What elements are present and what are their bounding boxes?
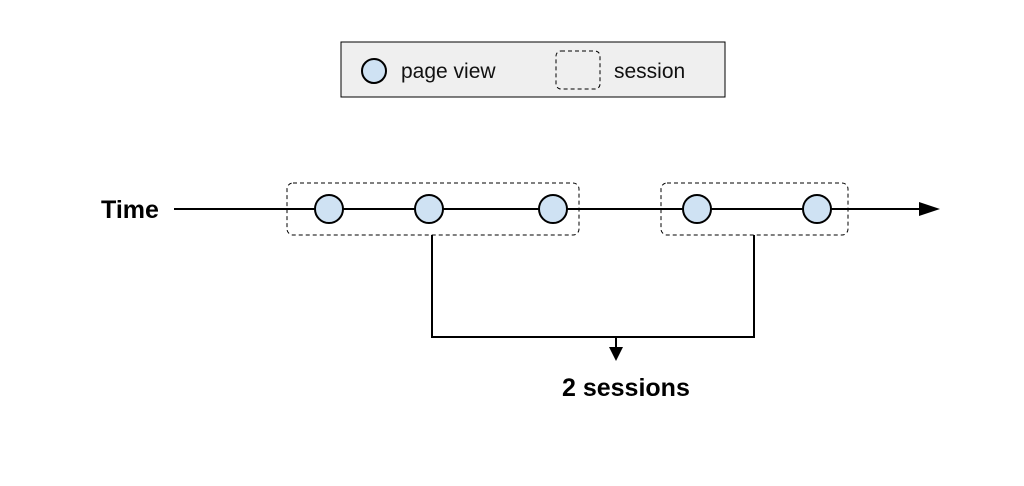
session-legend-label: session bbox=[614, 60, 685, 83]
legend-box bbox=[340, 41, 726, 98]
legend: page view session bbox=[340, 41, 726, 98]
page-view-node bbox=[802, 194, 832, 224]
time-axis-label: Time bbox=[101, 196, 159, 224]
page-view-node bbox=[682, 194, 712, 224]
session-legend-icon bbox=[555, 50, 601, 90]
page-view-legend-icon bbox=[361, 58, 387, 84]
page-view-node bbox=[414, 194, 444, 224]
timeline: Time bbox=[101, 182, 940, 236]
session-count-connector bbox=[431, 235, 755, 361]
time-axis-arrowhead bbox=[919, 202, 940, 216]
session-box-2 bbox=[660, 182, 849, 236]
page-view-node bbox=[538, 194, 568, 224]
page-view-legend-label: page view bbox=[401, 60, 496, 83]
page-view-node bbox=[314, 194, 344, 224]
bracket-arrowhead bbox=[609, 347, 623, 361]
session-count-label: 2 sessions bbox=[562, 374, 690, 402]
bracket-line bbox=[431, 235, 755, 338]
